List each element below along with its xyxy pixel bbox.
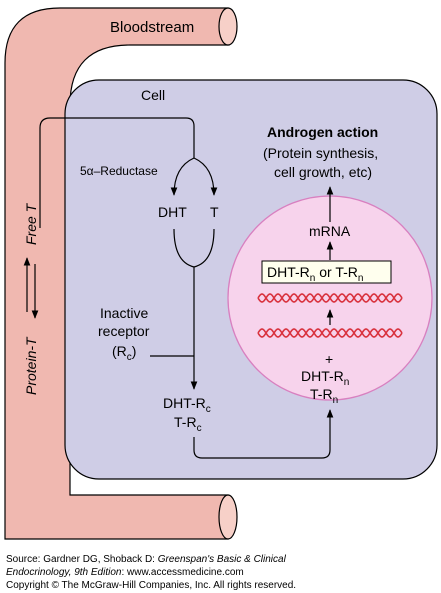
copyright-line: Copyright © The McGraw-Hill Companies, I… [6,580,297,591]
inactive-receptor-line2: receptor [98,323,150,339]
free-t-label: Free T [23,202,39,245]
vessel-bottom-opening [218,494,238,540]
nuclear-receptor-box [261,260,392,284]
to-nucleus-arrow [193,409,334,459]
cell-label: Cell [141,87,165,103]
protein-t-label: Protein-T [23,336,39,395]
nucleus-dht-rn: DHT-Rn [301,368,349,388]
t-label: T [210,204,219,220]
androgen-action-title: Androgen action [267,124,378,140]
bloodstream-label: Bloodstream [110,19,194,36]
reductase-arrow-left [170,157,195,196]
dna-helix-upper [257,293,403,303]
dht-rc-label: DHT-Rc [163,395,211,415]
source-line-1: Source: Gardner DG, Shoback D: Greenspan… [6,554,286,565]
androgen-action-detail2: cell growth, etc) [274,164,372,180]
dht-label: DHT [158,204,187,220]
dna-helix-lower [257,328,403,338]
inactive-receptor-rc: (Rc) [112,343,136,363]
vessel-top-opening [218,7,238,46]
nucleus-t-rn: T-Rn [310,386,338,406]
reductase-label: 5α–Reductase [80,164,158,178]
source-line-2: Endocrinology, 9th Edition: www.accessme… [6,567,244,578]
androgen-action-detail1: (Protein synthesis, [263,145,378,161]
t-rc-label: T-Rc [174,414,202,434]
reductase-arrow-right [193,157,218,196]
androgen-action-diagram: Bloodstream Cell Protein-T Free T 5α–Red… [4,7,438,540]
nuclear-receptor-box-label: DHT-Rn or T-Rn [267,264,363,284]
inactive-receptor-line1: Inactive [100,305,148,321]
plus-sign: + [325,351,333,367]
bloodstream-vessel [4,7,229,540]
free-t-entry-line [39,117,195,228]
mrna-label: mRNA [309,223,351,239]
